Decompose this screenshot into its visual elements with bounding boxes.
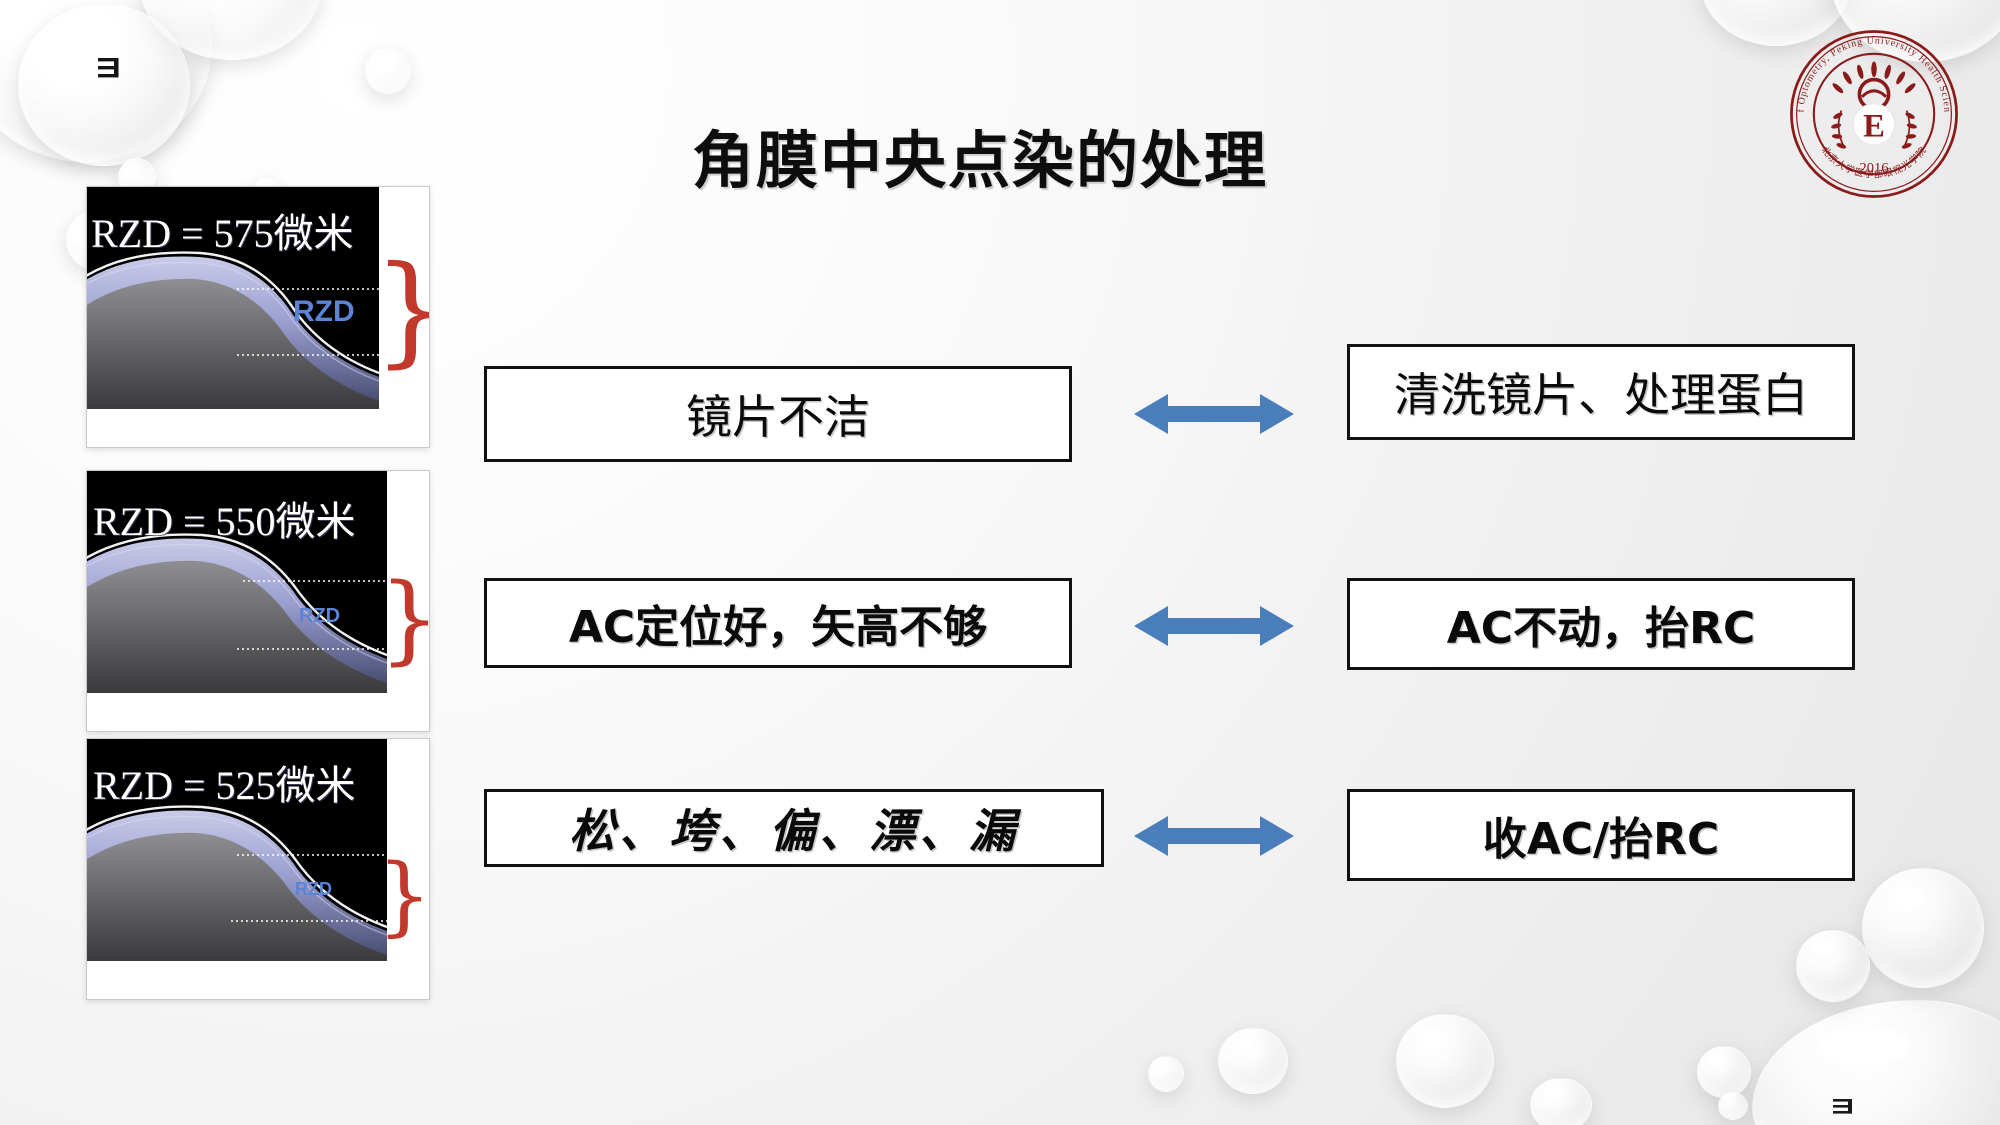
oct-thumbnail-525: RZD = 525微米 RZD } xyxy=(86,738,430,1000)
bubble-decoration xyxy=(1862,868,1984,988)
oct-thumbnail-575: RZD = 575微米 RZD } xyxy=(86,186,430,448)
bubble-decoration xyxy=(1396,1014,1494,1108)
cause-label-2: AC定位好，矢高不够 xyxy=(568,602,988,653)
cause-box-3[interactable]: 松、垮、偏、漂、漏 xyxy=(484,789,1104,867)
double-arrow-icon-2 xyxy=(1134,598,1294,654)
solution-box-1[interactable]: 清洗镜片、处理蛋白 xyxy=(1347,344,1855,440)
svg-text:College of Optometry, Peking U: College of Optometry, Peking University … xyxy=(1788,28,1953,113)
oct-caption: RZD = 575微米 xyxy=(91,211,354,256)
cause-label-1: 镜片不洁 xyxy=(686,392,870,443)
oct-thumbnail-550: RZD = 550微米 RZD } xyxy=(86,470,430,732)
oct-image xyxy=(87,187,379,409)
oct-image xyxy=(87,471,387,693)
oct-caption: RZD = 550微米 xyxy=(93,499,356,544)
page-title: 角膜中央点染的处理 xyxy=(691,124,1268,197)
solution-label-3: 收AC/抬RC xyxy=(1482,814,1720,865)
bubble-decoration xyxy=(365,48,411,94)
svg-text:E: E xyxy=(1863,108,1885,144)
cause-box-1[interactable]: 镜片不洁 xyxy=(484,366,1072,462)
oct-image xyxy=(87,739,387,961)
bubble-decoration xyxy=(1148,1056,1184,1092)
bubble-decoration xyxy=(1718,1092,1748,1120)
solution-box-3[interactable]: 收AC/抬RC xyxy=(1347,789,1855,881)
bubble-decoration xyxy=(1796,930,1870,1002)
double-arrow-icon-1 xyxy=(1134,386,1294,442)
oct-rzd-label: RZD xyxy=(299,605,341,627)
oct-rzd-label: RZD xyxy=(293,295,355,328)
college-seal-logo: College of Optometry, Peking University … xyxy=(1788,28,1960,200)
svg-text:2016: 2016 xyxy=(1859,160,1888,176)
cause-box-2[interactable]: AC定位好，矢高不够 xyxy=(484,578,1072,668)
oct-rzd-brace: } xyxy=(373,251,429,371)
oct-caption: RZD = 525微米 xyxy=(93,763,356,808)
oct-rzd-brace: } xyxy=(379,571,429,667)
oct-rzd-brace: } xyxy=(377,846,430,946)
menu-glyph-icon xyxy=(1832,1096,1860,1118)
solution-box-2[interactable]: AC不动，抬RC xyxy=(1347,578,1855,670)
oct-rzd-label: RZD xyxy=(295,879,332,899)
bubble-decoration xyxy=(1752,1000,2000,1125)
cause-label-3: 松、垮、偏、漂、漏 xyxy=(569,806,1019,857)
bubble-decoration xyxy=(140,0,322,60)
menu-glyph-icon xyxy=(96,52,122,88)
bubble-decoration xyxy=(1697,1046,1751,1098)
solution-label-1: 清洗镜片、处理蛋白 xyxy=(1394,370,1808,421)
solution-label-2: AC不动，抬RC xyxy=(1446,603,1756,654)
double-arrow-icon-3 xyxy=(1134,808,1294,864)
bubble-decoration xyxy=(1530,1078,1592,1125)
bubble-decoration xyxy=(1218,1028,1288,1094)
